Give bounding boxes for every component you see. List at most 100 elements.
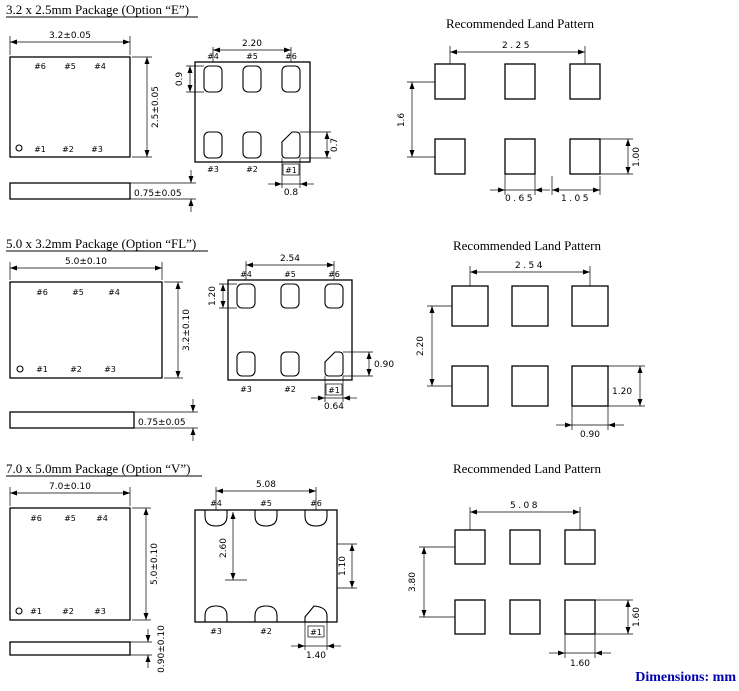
pad-height-dimension: 1.20	[208, 286, 218, 306]
land-pattern: Recommended Land Pattern 2.54 2.20 1.20	[416, 238, 645, 440]
pin-label: #3	[104, 365, 116, 374]
land-pad	[509, 529, 541, 565]
corner-pad-width-dimension: 0.64	[324, 402, 344, 412]
land-pattern: Recommended Land Pattern 5.08 3.80 1.60	[408, 461, 642, 669]
pin-label: #5	[64, 62, 76, 71]
land-pattern-title: Recommended Land Pattern	[453, 238, 602, 253]
pad-pin1-chamfered	[281, 131, 301, 159]
pin-label: #1	[310, 628, 322, 637]
pin-label: #2	[284, 385, 296, 394]
pad-view-outline	[194, 509, 338, 623]
side-outline	[9, 411, 135, 429]
pin-label: #5	[260, 499, 272, 508]
land-span-dimension: 5.08	[510, 501, 540, 511]
pin-label: #3	[94, 607, 106, 616]
pad	[242, 131, 262, 159]
pin-label: #5	[284, 270, 296, 279]
pin-label: #1	[30, 607, 42, 616]
land-pad-width-dimension: 0.65	[505, 194, 535, 204]
pad	[280, 283, 300, 309]
pad	[236, 351, 256, 377]
pad-pin1-chamfered	[304, 605, 328, 623]
land-pad	[571, 285, 609, 327]
pin-label: #2	[260, 627, 272, 636]
package-outline	[9, 507, 131, 621]
pin1-label-box	[307, 625, 325, 638]
land-pattern: Recommended Land Pattern 2.25 1.6 1.00	[397, 16, 642, 204]
pad-view-outline	[227, 279, 353, 381]
pad	[254, 509, 278, 527]
land-row-pitch-dimension: 2.20	[416, 336, 426, 356]
pad-layout-view: #4 #5 #6 2.20 0.9 0.7 #3 #2 #1 0.8	[175, 39, 340, 198]
section-option-fl: 5.0 x 3.2mm Package (Option “FL”) #6 #5 …	[6, 236, 645, 441]
width-dimension: 5.0±0.10	[65, 257, 107, 267]
pin-label: #3	[207, 165, 219, 174]
pin-label: #4	[108, 288, 120, 297]
corner-pad-width-dimension: 0.8	[284, 188, 299, 198]
pin-label: #1	[285, 166, 297, 175]
land-pad	[509, 599, 541, 635]
pin-label: #5	[64, 514, 76, 523]
thickness-dimension: 0.90±0.10	[157, 625, 167, 673]
corner-pad-height-dimension: 0.90	[374, 360, 394, 370]
pad	[236, 283, 256, 309]
land-pad	[511, 365, 549, 407]
pin1-index-mark	[15, 607, 23, 615]
thickness-dimension: 0.75±0.05	[138, 418, 186, 428]
pin-label: #3	[210, 627, 222, 636]
pad-span-dimension: 2.54	[280, 254, 300, 264]
package-top-view: #6 #5 #4 #1 #2 #3 3.2±0.05 2.5±0.05	[9, 31, 161, 158]
land-pad	[564, 529, 596, 565]
pin1-label-box	[282, 163, 300, 176]
dimensions-unit-note: Dimensions: mm	[635, 670, 736, 685]
pin-label: #1	[36, 365, 48, 374]
land-row-pitch-dimension: 1.6	[397, 113, 407, 128]
package-outline	[9, 56, 131, 158]
pad	[203, 65, 223, 93]
pin1-index-mark	[15, 144, 23, 152]
pad	[281, 65, 301, 93]
thickness-dimension: 0.75±0.05	[134, 189, 182, 199]
pin1-label-box	[325, 383, 343, 396]
pin-label: #5	[72, 288, 84, 297]
land-span-dimension: 2.54	[515, 261, 545, 271]
pin-label: #6	[34, 62, 46, 71]
land-pattern-title: Recommended Land Pattern	[453, 461, 602, 476]
pad	[204, 605, 228, 623]
land-pad-height-dimension: 1.00	[632, 147, 642, 167]
height-dimension: 5.0±0.10	[150, 543, 160, 585]
side-outline	[9, 641, 131, 656]
pin-label: #3	[91, 145, 103, 154]
pad	[204, 509, 228, 527]
pin-label: #6	[30, 514, 42, 523]
land-pad-height-dimension: 1.20	[612, 387, 632, 397]
width-dimension: 7.0±0.10	[49, 482, 91, 492]
corner-pad-height-dimension: 1.10	[338, 556, 348, 576]
land-col-pitch-dimension: 1.05	[561, 194, 591, 204]
pad-height-dimension: 2.60	[219, 538, 229, 558]
pad-layout-view: #4 #5 #6 5.08 2.60 1.10 #3 #2 #1 1.40	[194, 480, 357, 661]
land-pad	[454, 529, 486, 565]
pad-span-dimension: 2.20	[242, 39, 262, 49]
pin-label: #2	[70, 365, 82, 374]
land-pad	[434, 63, 466, 100]
section-title: 3.2 x 2.5mm Package (Option “E”)	[6, 2, 189, 17]
height-dimension: 2.5±0.05	[151, 86, 161, 128]
land-pad	[451, 285, 489, 327]
land-pad	[451, 365, 489, 407]
pin-label: #2	[246, 165, 258, 174]
land-pad	[511, 285, 549, 327]
land-pad	[564, 599, 596, 635]
pad-pin1-chamfered	[324, 351, 344, 377]
land-pad	[454, 599, 486, 635]
package-top-view: #6 #5 #4 #1 #2 #3 7.0±0.10 5.0±0.10	[9, 482, 160, 621]
land-pad	[569, 138, 601, 175]
pad-height-dimension: 0.9	[175, 72, 185, 87]
side-outline	[9, 182, 131, 200]
package-outline	[9, 281, 163, 379]
section-title: 7.0 x 5.0mm Package (Option “V”)	[6, 461, 190, 476]
land-pad-height-dimension: 1.60	[632, 607, 642, 627]
package-side-view: 0.75±0.05	[9, 399, 198, 441]
pin-label: #4	[94, 62, 106, 71]
